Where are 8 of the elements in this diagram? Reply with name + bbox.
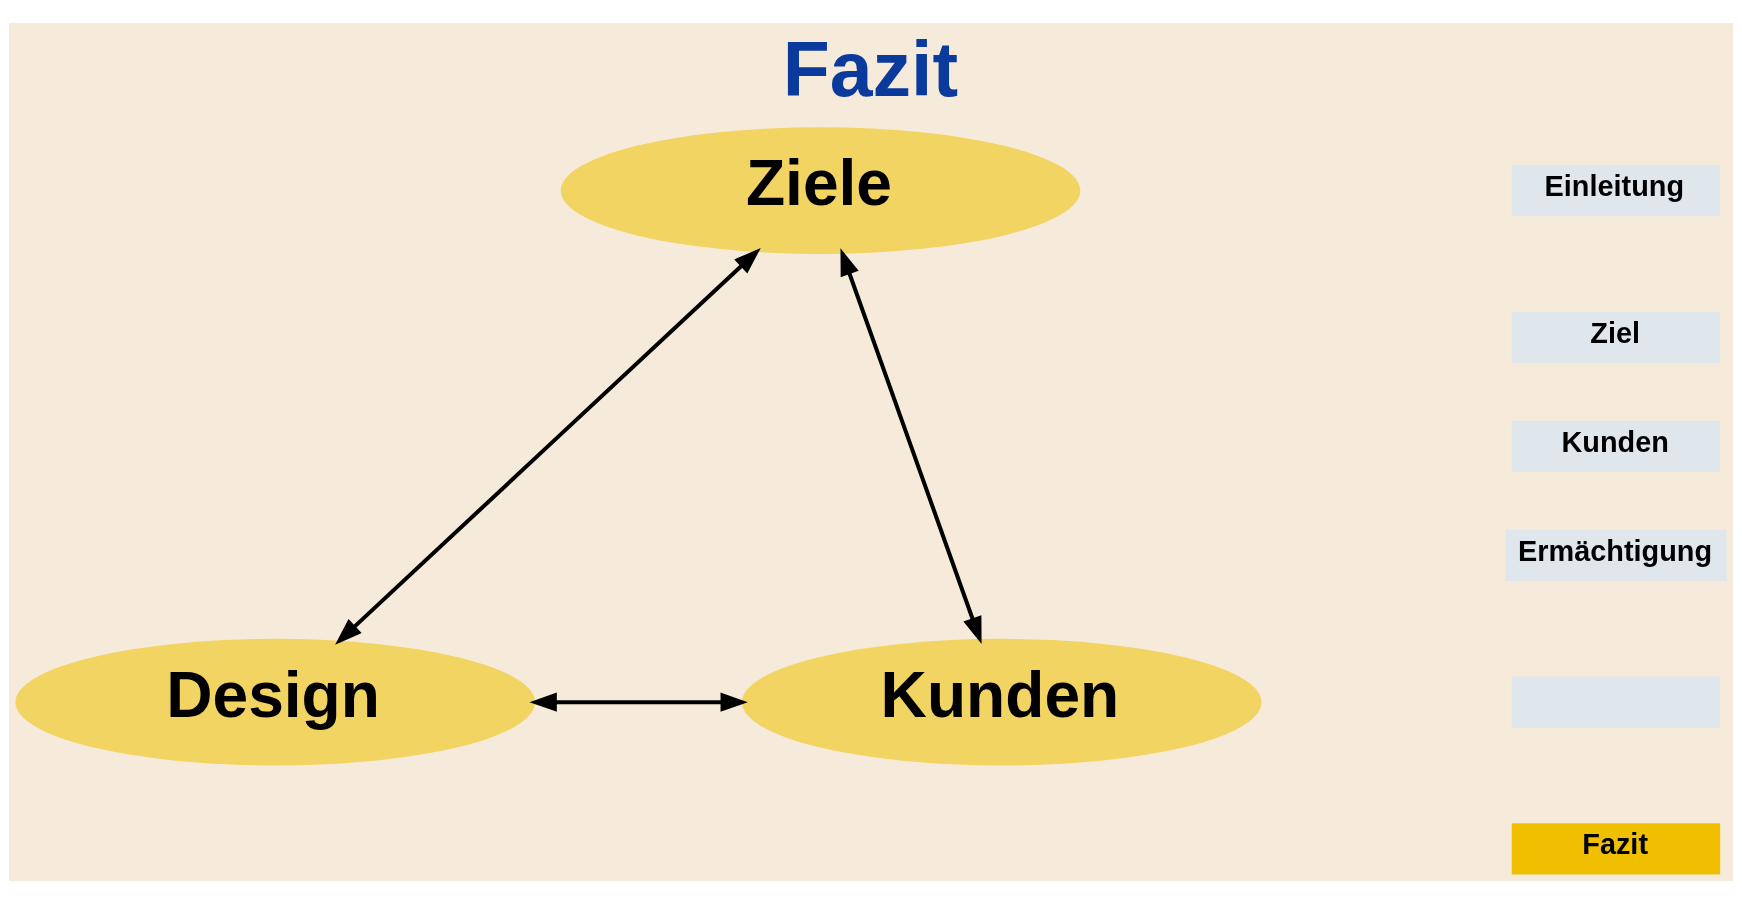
arrow [840,248,982,645]
node-ellipse: Kunden [741,638,1262,766]
node-box: Fazit [1511,823,1721,875]
arrow [335,247,761,645]
arrow [529,692,748,712]
node-ellipse: Ziele [560,127,1081,254]
diagram-title: Fazit [782,25,959,112]
node-ellipse: Design [15,638,535,766]
